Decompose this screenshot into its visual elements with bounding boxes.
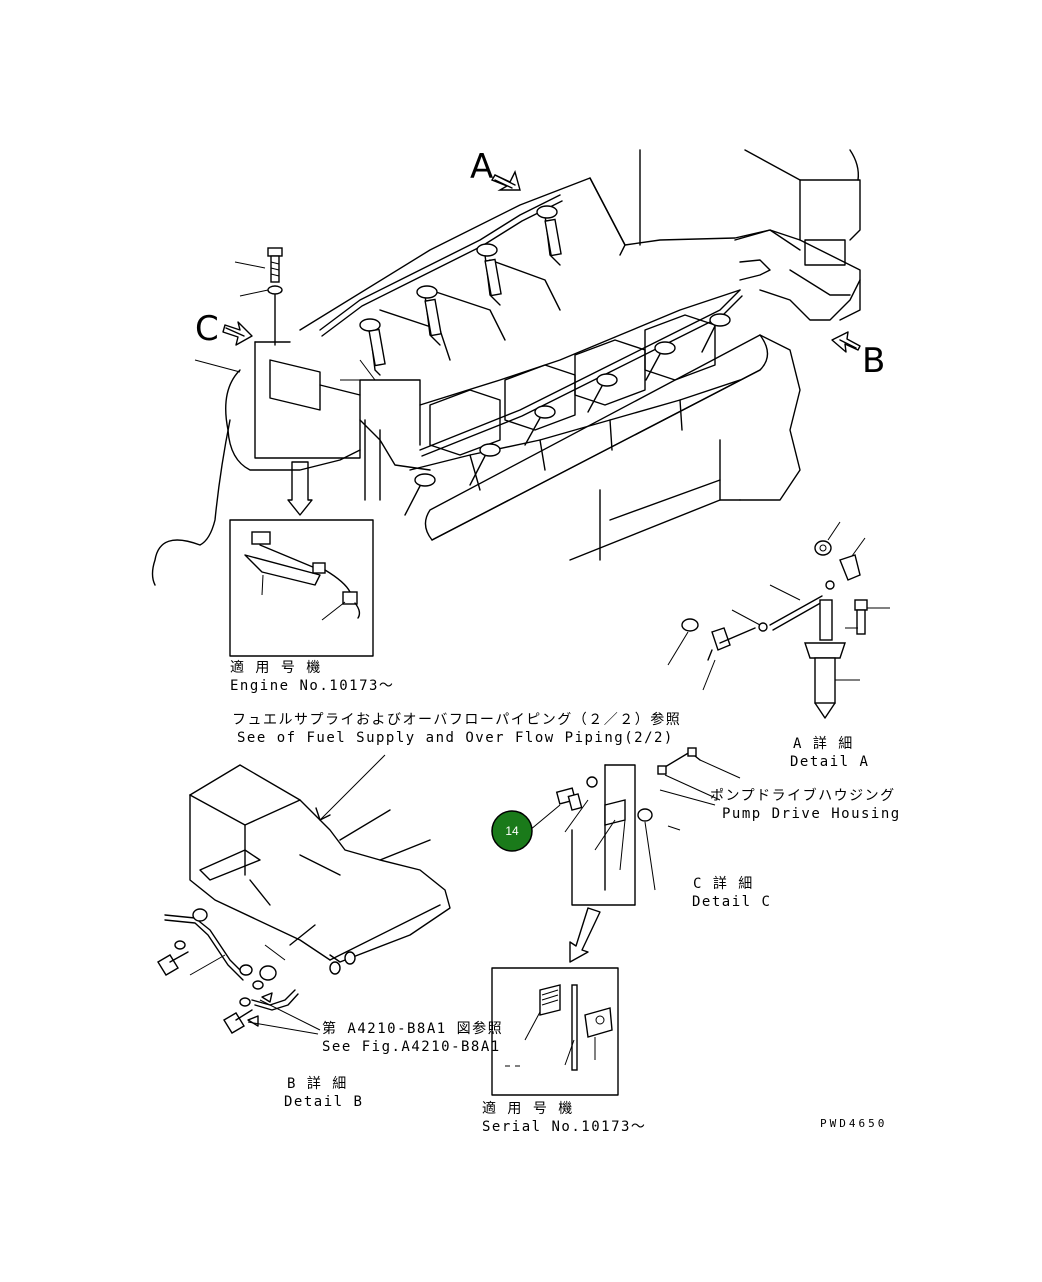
ref-fuel-jp: フュエルサプライおよびオーバフローパイピング（２／２）参照 <box>232 711 681 728</box>
drawing-code: PWD4650 <box>820 1117 887 1130</box>
detail-c-en: Detail C <box>692 894 771 910</box>
inset-engine-line2: Engine No.10173〜 <box>230 678 394 694</box>
detail-a-jp: A 詳 細 <box>793 736 854 752</box>
detail-b-jp: B 詳 細 <box>287 1076 348 1092</box>
detail-c-jp: C 詳 細 <box>693 876 754 892</box>
fig-ref-jp: 第 A4210-B8A1 図参照 <box>322 1020 503 1037</box>
engine-number-inset <box>229 461 374 657</box>
detail-b-en: Detail B <box>284 1094 363 1110</box>
pump-housing-jp: ポンプドライブハウジング <box>710 787 896 804</box>
ref-fuel-leader <box>319 754 386 821</box>
detail-a-en: Detail A <box>790 754 869 770</box>
inset-serial-line2: Serial No.10173〜 <box>482 1119 646 1135</box>
ref-fuel-en: See of Fuel Supply and Over Flow Piping(… <box>237 730 674 746</box>
view-arrow-a <box>490 170 521 191</box>
detail-a-parts <box>667 521 890 719</box>
view-label-b: B <box>862 341 885 381</box>
view-arrow-b <box>831 331 861 353</box>
fig-ref-en: See Fig.A4210-B8A1 <box>322 1039 501 1055</box>
pump-housing-en: Pump Drive Housing <box>722 806 901 822</box>
callout-number[interactable]: 14 <box>505 824 519 838</box>
serial-number-inset <box>491 907 619 1096</box>
inset-serial-line1: 適 用 号 機 <box>482 1100 574 1117</box>
view-arrow-c <box>222 321 253 346</box>
ref-fuel-arrowhead <box>315 807 331 821</box>
callout-circle[interactable] <box>491 810 533 852</box>
callout-14[interactable]: 14 <box>491 810 533 852</box>
view-label-c: C <box>195 309 219 349</box>
detail-c-assembly <box>529 747 741 906</box>
engine-assembly <box>151 149 861 586</box>
view-label-a: A <box>470 147 493 187</box>
detail-b-assembly <box>157 764 451 1035</box>
inset-engine-line1: 適 用 号 機 <box>230 659 322 676</box>
